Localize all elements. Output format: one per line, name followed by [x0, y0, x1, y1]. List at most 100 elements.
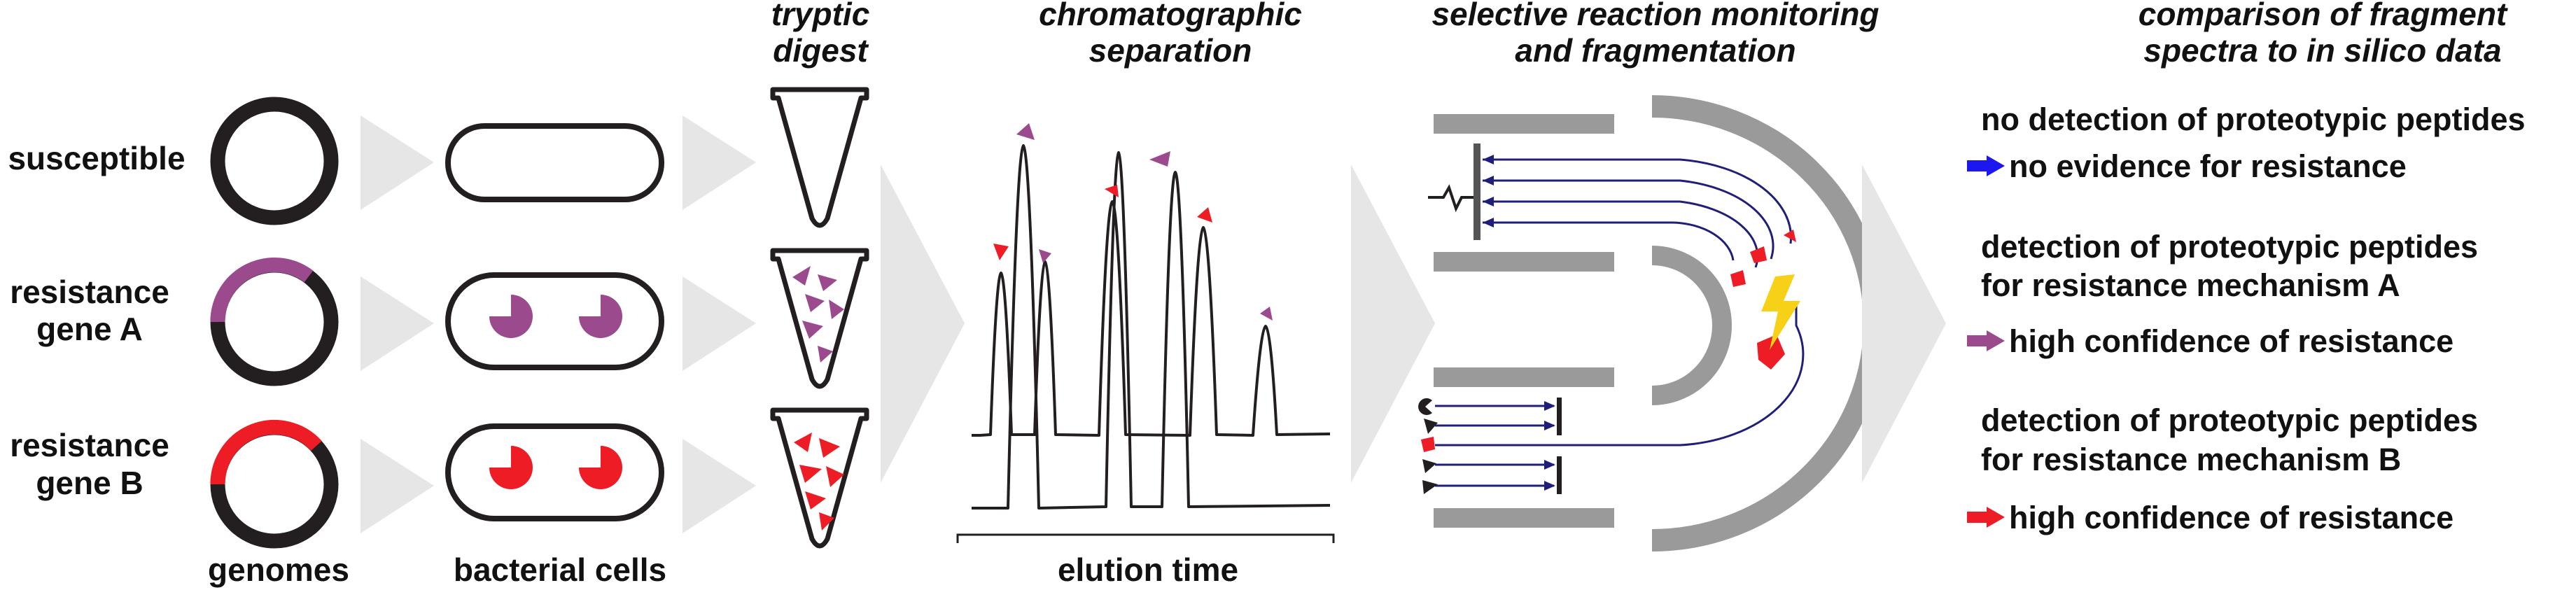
- peptide-fragment-icon: [1197, 207, 1212, 223]
- peptide-fragment-icon: [802, 321, 823, 339]
- flow-arrow-icon: [881, 164, 965, 483]
- peptide-fragment-icon: [826, 466, 844, 487]
- flow-arrow-icon: [682, 115, 756, 210]
- result-arrow-purple-icon: [1967, 330, 2005, 351]
- tube-gene-a: [770, 248, 869, 389]
- result-arrow-blue-icon: [1967, 155, 2005, 176]
- flow-arrows-cells-to-digest: [682, 115, 756, 533]
- detector-plate: [1474, 143, 1480, 240]
- label-gene-b-line2: gene B: [36, 465, 143, 501]
- genome-ring-susceptible: [210, 97, 339, 225]
- resistance-protein-b-icon: [579, 446, 622, 489]
- flow-arrow-icon: [360, 115, 434, 210]
- header-srm: selective reaction monitoring and fragme…: [1432, 0, 1879, 69]
- quadrupole-plate: [1434, 367, 1614, 387]
- peptide-fragment-icon: [792, 266, 811, 286]
- quadrupole-plate: [1434, 508, 1614, 528]
- genome-susceptible: [210, 97, 339, 225]
- result-gene-b: detection of proteotypic peptides for re…: [1967, 402, 2478, 535]
- tube-outline: [770, 248, 869, 389]
- label-gene-b-line1: resistance: [10, 427, 169, 463]
- peptide-fragments-a: [792, 266, 844, 363]
- arrowhead-icon: [1544, 460, 1555, 470]
- arrowhead-icon: [1544, 401, 1555, 411]
- collision-cell-outer-arc: [1651, 95, 1886, 552]
- peptide-fragment-icon: [993, 244, 1009, 260]
- quadrupole-plate: [1434, 252, 1614, 272]
- filter-gate: [1557, 398, 1562, 435]
- result-detection-line: no detection of proteotypic peptides: [1981, 101, 2526, 137]
- header-comparison-line1: comparison of fragment: [2138, 0, 2508, 32]
- label-genomes: genomes: [208, 552, 349, 588]
- result-arrow-red-icon: [1967, 507, 2005, 528]
- resistance-gene-a-segment: [210, 258, 314, 323]
- flow-arrow-icon: [682, 276, 756, 371]
- header-digest-line1: tryptic: [771, 0, 870, 32]
- ion-paths: [1435, 158, 1805, 487]
- resistance-protein-a-icon: [579, 295, 622, 338]
- ion-arrowheads: [1483, 155, 1555, 491]
- arrowhead-icon: [1483, 197, 1494, 206]
- header-separation-line1: chromatographic: [1039, 0, 1302, 32]
- flow-arrow-icon: [360, 276, 434, 371]
- flow-arrow-icon: [1351, 164, 1435, 483]
- result-outcome: no evidence for resistance: [2009, 148, 2407, 184]
- tube-outline: [770, 407, 869, 549]
- flow-arrow-icon: [360, 439, 434, 533]
- result-detection-line: detection of proteotypic peptides: [1981, 229, 2478, 265]
- collision-cell-inner-arc: [1651, 246, 1732, 405]
- peptide-fragment-icon: [818, 346, 833, 363]
- peptide-fragment-icon: [1016, 123, 1035, 140]
- tube-susceptible: [770, 87, 869, 228]
- peptide-fragment-icon: [805, 294, 825, 312]
- header-srm-line1: selective reaction monitoring: [1432, 0, 1879, 32]
- peptide-ion-icon: [1422, 480, 1438, 494]
- peptide-ion-icon: [1424, 419, 1438, 434]
- cell-outline: [445, 272, 664, 370]
- arrowhead-icon: [1483, 218, 1494, 227]
- precursor-ion-icon: [1757, 335, 1785, 370]
- elution-time-axis: [956, 533, 1335, 543]
- resistance-protein-a-icon: [489, 295, 533, 338]
- filter-gate: [1557, 456, 1562, 494]
- arrowhead-icon: [1483, 176, 1494, 185]
- header-srm-line2: and fragmentation: [1515, 32, 1795, 69]
- peptide-ion-icon: [1422, 459, 1436, 473]
- peptide-fragment-icon: [1149, 151, 1170, 167]
- cell-susceptible: [445, 123, 664, 202]
- result-gene-a: detection of proteotypic peptides for re…: [1967, 229, 2478, 359]
- detector-signal-icon: [1428, 184, 1474, 213]
- result-detection-line: for resistance mechanism A: [1981, 267, 2400, 303]
- fragment-ion-icon: [1730, 270, 1746, 287]
- chromatogram: [956, 123, 1335, 543]
- label-gene-a-line1: resistance: [10, 274, 169, 310]
- peptide-fragment-icon: [1260, 307, 1273, 321]
- cell-outline: [445, 123, 664, 202]
- chromatogram-trace-2: [972, 144, 1331, 510]
- label-susceptible: susceptible: [8, 140, 185, 176]
- peptide-fragment-icon: [1039, 249, 1051, 263]
- arrowhead-icon: [1483, 155, 1494, 164]
- header-comparison: comparison of fragment spectra to in sil…: [2138, 0, 2508, 69]
- chromatogram-trace-1: [972, 200, 1331, 437]
- fragment-ion-icon: [1750, 246, 1767, 263]
- peptide-fragment-icon: [799, 465, 822, 483]
- peptide-fragment-icon: [818, 274, 837, 291]
- peptide-ion-icon: [1418, 398, 1432, 415]
- label-bacterial-cells: bacterial cells: [454, 552, 666, 588]
- header-digest: tryptic digest: [771, 0, 870, 69]
- flow-arrows-genomes-to-cells: [360, 115, 434, 533]
- peptide-fragment-icon: [794, 433, 812, 452]
- srm-instrument: [1418, 95, 1886, 552]
- header-comparison-line2: spectra to in silico data: [2143, 32, 2501, 69]
- peptide-fragment-icon: [819, 438, 840, 458]
- peptide-fragment-icon: [819, 512, 834, 531]
- peptide-fragments-b: [794, 433, 844, 531]
- collision-energy-icon: [1761, 274, 1800, 350]
- result-detection-line: detection of proteotypic peptides: [1981, 402, 2478, 438]
- quadrupole-plate: [1434, 114, 1614, 134]
- arrowhead-icon: [1544, 481, 1555, 491]
- arrowhead-icon: [1544, 421, 1555, 430]
- cell-gene-a: [445, 272, 664, 370]
